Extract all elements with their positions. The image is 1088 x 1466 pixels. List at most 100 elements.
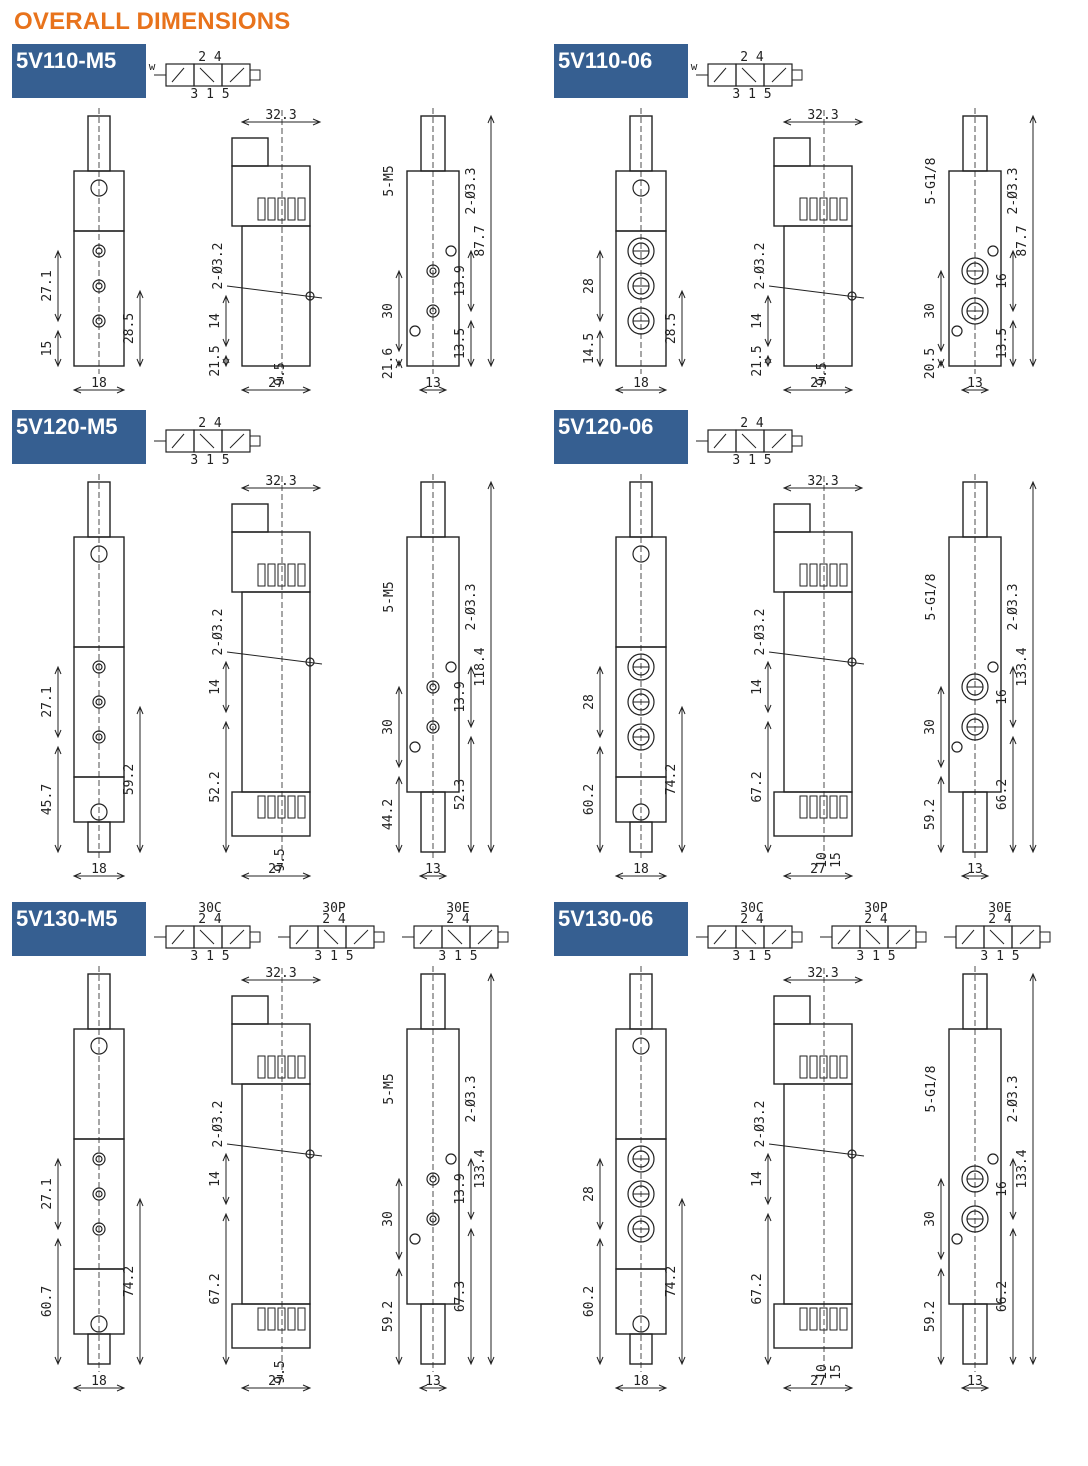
- dimension-label: 10: [815, 852, 830, 868]
- dimension-label: 13.5: [453, 328, 468, 359]
- model-label: 5V110-06: [554, 44, 688, 98]
- port-label-top: 2 4: [446, 912, 470, 927]
- dimension-label: 2-Ø3.2: [753, 243, 768, 290]
- dimension-label: 21.5: [750, 345, 765, 376]
- port-label-bottom: 3 1 5: [856, 949, 895, 962]
- dimension-label: 9.5: [273, 1360, 288, 1383]
- dimension-label: 2-Ø3.3: [1006, 168, 1021, 215]
- dimension-label: 14: [208, 1171, 223, 1187]
- model-label: 5V130-06: [554, 902, 688, 956]
- dimension-label: 28.5: [122, 313, 137, 344]
- dimension-label: 13: [425, 376, 441, 391]
- dimension-label: 30: [923, 303, 938, 319]
- port-label-top: 2 4: [864, 912, 888, 927]
- dimension-label: 27: [810, 376, 826, 391]
- dimension-label: 27: [268, 376, 284, 391]
- spring-label: w: [149, 60, 156, 73]
- dimension-label: 28: [582, 278, 597, 294]
- valve-symbol: 2 43 1 5w: [691, 50, 803, 100]
- dimension-label: 66.2: [995, 779, 1010, 810]
- dimension-label: 32.3: [265, 108, 296, 123]
- dimension-label: 13: [425, 862, 441, 877]
- dimension-label: 32.3: [265, 966, 296, 981]
- variant-label: 30E: [446, 902, 469, 916]
- dimension-label: 10: [815, 1364, 830, 1380]
- dimension-label: 2-Ø3.3: [464, 1076, 479, 1123]
- port-label-bottom: 3 1 5: [732, 87, 771, 100]
- dimension-label: 118.4: [473, 647, 488, 686]
- port-label-bottom: 3 1 5: [190, 949, 229, 962]
- dimension-label: 14: [208, 679, 223, 695]
- dimension-label: 14: [750, 679, 765, 695]
- dimension-label: 28: [582, 694, 597, 710]
- model-label: 5V130-M5: [12, 902, 146, 956]
- dimension-label: 15: [829, 852, 844, 868]
- dimension-label: 59.2: [381, 1301, 396, 1332]
- valve-symbol: 2 43 1 5w: [149, 50, 261, 100]
- dimension-label: 13: [967, 862, 983, 877]
- dimension-label: 2-Ø3.2: [753, 609, 768, 656]
- dimension-label: 30: [923, 719, 938, 735]
- dimension-label: 67.2: [750, 1273, 765, 1304]
- dimension-label: 20.5: [923, 348, 938, 379]
- dimension-label: 32.3: [265, 474, 296, 489]
- dimension-label: 16: [995, 689, 1010, 705]
- dimension-label: 14: [750, 1171, 765, 1187]
- dimension-label: 18: [633, 376, 649, 391]
- dimension-label: 60.7: [40, 1286, 55, 1317]
- model-label: 5V120-06: [554, 410, 688, 464]
- dimension-label: 14: [750, 313, 765, 329]
- variant-label: 30E: [988, 902, 1011, 916]
- dimension-label: 44.2: [381, 799, 396, 830]
- dimension-label: 9.5: [815, 362, 830, 385]
- dimension-label: 18: [91, 376, 107, 391]
- dimension-label: 87.7: [1015, 225, 1030, 256]
- dimension-label: 30: [381, 719, 396, 735]
- variant-label: 30C: [198, 902, 221, 916]
- variant-label: 30P: [322, 902, 346, 916]
- dimension-label: 52.2: [208, 771, 223, 802]
- dimension-label: 18: [633, 862, 649, 877]
- valve-symbol: 2 43 1 5: [154, 416, 261, 466]
- dimension-label: 30: [381, 303, 396, 319]
- dimension-label: 27: [810, 1374, 826, 1389]
- dimension-label: 27.1: [40, 686, 55, 717]
- dimension-label: 2-Ø3.3: [464, 584, 479, 631]
- dimension-label: 2-Ø3.2: [753, 1101, 768, 1148]
- dimension-label: 66.2: [995, 1281, 1010, 1312]
- dimension-label: 133.4: [473, 1149, 488, 1188]
- dimension-label: 14: [208, 313, 223, 329]
- port-label-bottom: 3 1 5: [980, 949, 1019, 962]
- front-view: 27.160.774.218: [40, 966, 144, 1392]
- dimension-label: 2-Ø3.2: [211, 609, 226, 656]
- dimension-label: 74.2: [122, 1266, 137, 1297]
- port-label-top: 2 4: [740, 416, 764, 431]
- port-label-top: 2 4: [198, 416, 222, 431]
- dimension-label: 2-Ø3.3: [464, 168, 479, 215]
- dimension-label: 74.2: [664, 1266, 679, 1297]
- dimension-label: 18: [633, 1374, 649, 1389]
- dimension-label: 2-Ø3.2: [211, 1101, 226, 1148]
- dimension-label: 13: [425, 1374, 441, 1389]
